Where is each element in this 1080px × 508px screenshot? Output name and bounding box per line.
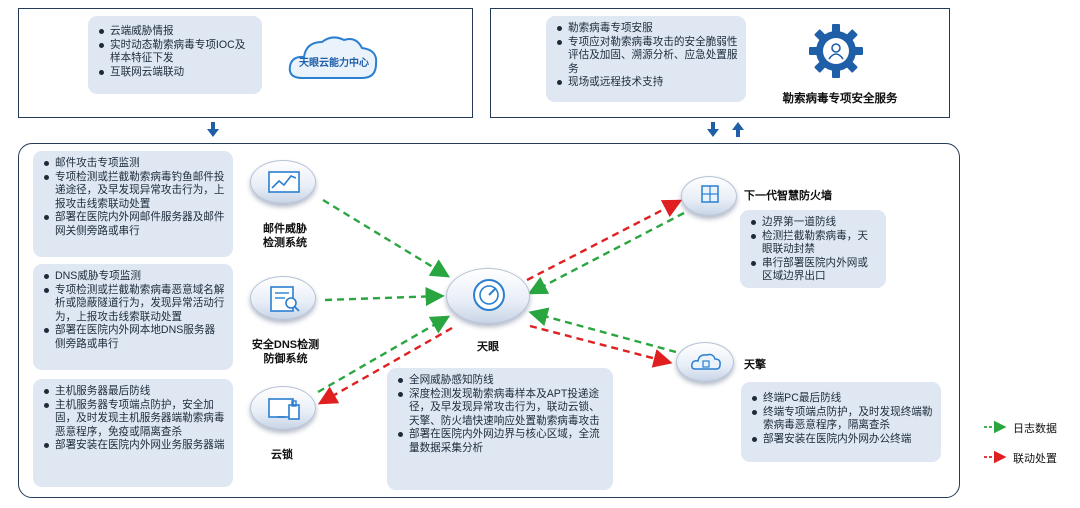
firewall-log-flow <box>527 211 685 295</box>
tianqing-label: 天擎 <box>744 359 766 371</box>
yunsuo-label: 云锁 <box>271 449 293 461</box>
tianqing-note: 终端PC最后防线 终端专项端点防护，及时发现终端勒索病毒恶意程序，隔离查杀 部署… <box>741 382 941 462</box>
firewall-item: 检测拦截勒索病毒，天眼联动封禁 <box>751 230 878 257</box>
tianqing-device <box>676 342 734 382</box>
yunsuo-item: 部署安装在医院内外网业务服务器端 <box>44 439 225 451</box>
service-item: 专项应对勒索病毒攻击的安全脆弱性评估及加固、溯源分析、应急处置服务 <box>557 35 738 75</box>
yunsuo-device <box>250 386 316 430</box>
firewall-icon <box>701 185 719 203</box>
legend-linkage-label: 联动处置 <box>1013 453 1057 465</box>
tianqing-item: 终端PC最后防线 <box>752 392 933 406</box>
firewall-item: 串行部署医院内外网或区域边界出口 <box>751 257 878 284</box>
tianyan-label: 天眼 <box>477 341 499 353</box>
cloud-intel-note: 云端威胁情报 实时动态勒索病毒专项IOC及样本特征下发 互联网云端联动 <box>88 16 262 94</box>
firewall-note: 边界第一道防线 检测拦截勒索病毒，天眼联动封禁 串行部署医院内外网或区域边界出口 <box>740 210 886 288</box>
dns-item: 部署在医院内外网本地DNS服务器侧旁路或串行 <box>44 324 225 351</box>
cloud-capability-center: 天眼云能力中心 <box>286 30 381 86</box>
yunsuo-note: 主机服务器最后防线 主机服务器专项端点防护，安全加固，及时发现主机服务器端勒索病… <box>33 379 233 487</box>
tianqing-item: 部署安装在医院内外网办公终端 <box>752 433 933 447</box>
endpoint-cloud-icon <box>691 353 721 370</box>
mail-item: 邮件攻击专项监测 <box>44 157 225 171</box>
cloud-intel-item: 实时动态勒索病毒专项IOC及样本特征下发 <box>99 39 254 66</box>
firewall-label: 下一代智慧防火墙 <box>744 190 832 202</box>
dns-search-icon <box>270 286 300 312</box>
tianqing-log-flow <box>528 307 677 354</box>
dns-item: DNS威胁专项监测 <box>44 270 225 284</box>
mail-item: 专项检测或拦截勒索病毒钓鱼邮件投递途径，及早发现异常攻击行为，上报攻击线索联动处… <box>44 170 225 210</box>
tianyan-device <box>446 268 530 324</box>
tianyan-item: 深度检测发现勒索病毒样本及APT投递途径，及早发现异常攻击行为，联动云锁、天擎、… <box>398 388 605 429</box>
firewall-item: 边界第一道防线 <box>751 216 878 230</box>
tianyan-note: 全网威胁感知防线 深度检测发现勒索病毒样本及APT投递途径，及早发现异常攻击行为… <box>387 368 613 490</box>
service-label: 勒索病毒专项安全服务 <box>782 93 898 105</box>
mail-note: 邮件攻击专项监测 专项检测或拦截勒索病毒钓鱼邮件投递途径，及早发现异常攻击行为，… <box>33 151 233 257</box>
mail-system-label: 邮件威胁 检测系统 <box>263 223 307 249</box>
service-item: 勒索病毒专项安服 <box>557 22 738 36</box>
mail-log-flow <box>322 198 451 278</box>
dns-system-device <box>250 276 316 320</box>
yunsuo-item: 主机服务器专项端点防护，安全加固，及时发现主机服务器端勒索病毒恶意程序，免疫或隔… <box>44 398 225 438</box>
service-note: 勒索病毒专项安服 专项应对勒索病毒攻击的安全脆弱性评估及加固、溯源分析、应急处置… <box>546 16 746 102</box>
mail-system-device <box>250 160 316 204</box>
server-lock-icon <box>268 398 300 420</box>
cloud-capability-label: 天眼云能力中心 <box>299 58 369 69</box>
cloud-intel-item: 云端威胁情报 <box>99 25 254 39</box>
firewall-device <box>681 176 737 216</box>
tianyan-item: 全网威胁感知防线 <box>398 374 605 388</box>
firewall-linkage-flow <box>526 199 683 282</box>
gear-shield-icon <box>807 22 865 80</box>
yunsuo-item: 主机服务器最后防线 <box>44 385 225 399</box>
dns-system-label: 安全DNS检测 防御系统 <box>251 339 320 365</box>
dns-note: DNS威胁专项监测 专项检测或拦截勒索病毒恶意域名解析或隐蔽隧道行为，发现异常活… <box>33 264 233 370</box>
service-item: 现场或远程技术支持 <box>557 76 738 90</box>
tianqing-item: 终端专项端点防护，及时发现终端勒索病毒恶意程序，隔离查杀 <box>752 405 933 431</box>
mail-monitor-icon <box>268 171 300 193</box>
tianyan-item: 部署在医院内外网边界与核心区域，全流量数据采集分析 <box>398 428 605 455</box>
legend-log-label: 日志数据 <box>1013 423 1057 435</box>
yunsuo-log-flow <box>317 315 451 394</box>
radar-eye-icon <box>473 279 505 311</box>
cloud-icon <box>288 36 378 79</box>
cloud-intel-item: 互联网云端联动 <box>99 66 254 80</box>
yunsuo-linkage-flow <box>317 326 453 405</box>
mail-item: 部署在医院内外网邮件服务器及邮件网关侧旁路或串行 <box>44 211 225 237</box>
dns-item: 专项检测或拦截勒索病毒恶意域名解析或隐蔽隧道行为，发现异常活动行为，上报攻击线索… <box>44 283 225 323</box>
